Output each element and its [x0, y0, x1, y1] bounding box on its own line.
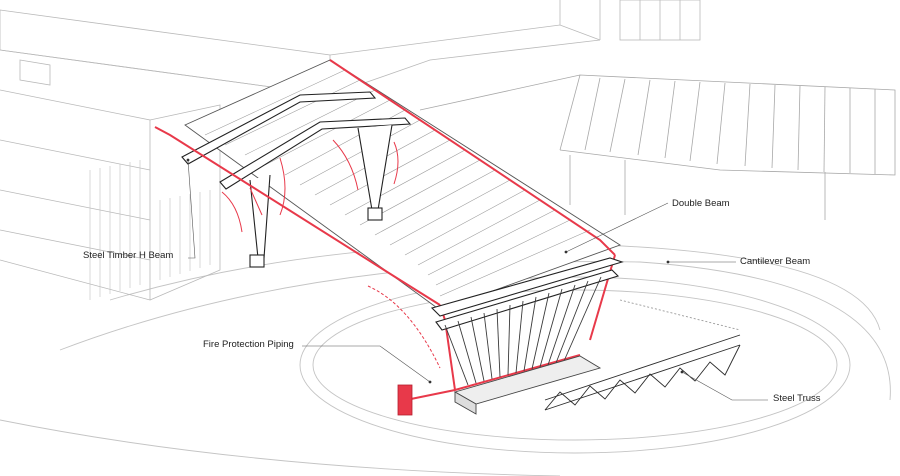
ground-outline — [0, 243, 891, 476]
double-beam — [430, 257, 624, 331]
right-canopy — [419, 74, 896, 220]
label-steel-truss: Steel Truss — [773, 393, 821, 404]
leader-dots — [186, 158, 684, 384]
label-double-beam: Double Beam — [672, 198, 730, 209]
leader-lines — [187, 159, 768, 401]
steel-truss — [544, 299, 741, 411]
foundation-side — [454, 391, 477, 415]
label-steel-timber-h-beam: Steel Timber H Beam — [83, 250, 174, 261]
foundation-block — [453, 355, 602, 405]
label-cantilever-beam: Cantilever Beam — [740, 256, 811, 267]
pipe-valve — [397, 384, 413, 416]
cantilever-beams — [444, 276, 602, 386]
flow-arrows — [221, 139, 441, 369]
label-fire-protection-piping: Fire Protection Piping — [203, 339, 294, 350]
